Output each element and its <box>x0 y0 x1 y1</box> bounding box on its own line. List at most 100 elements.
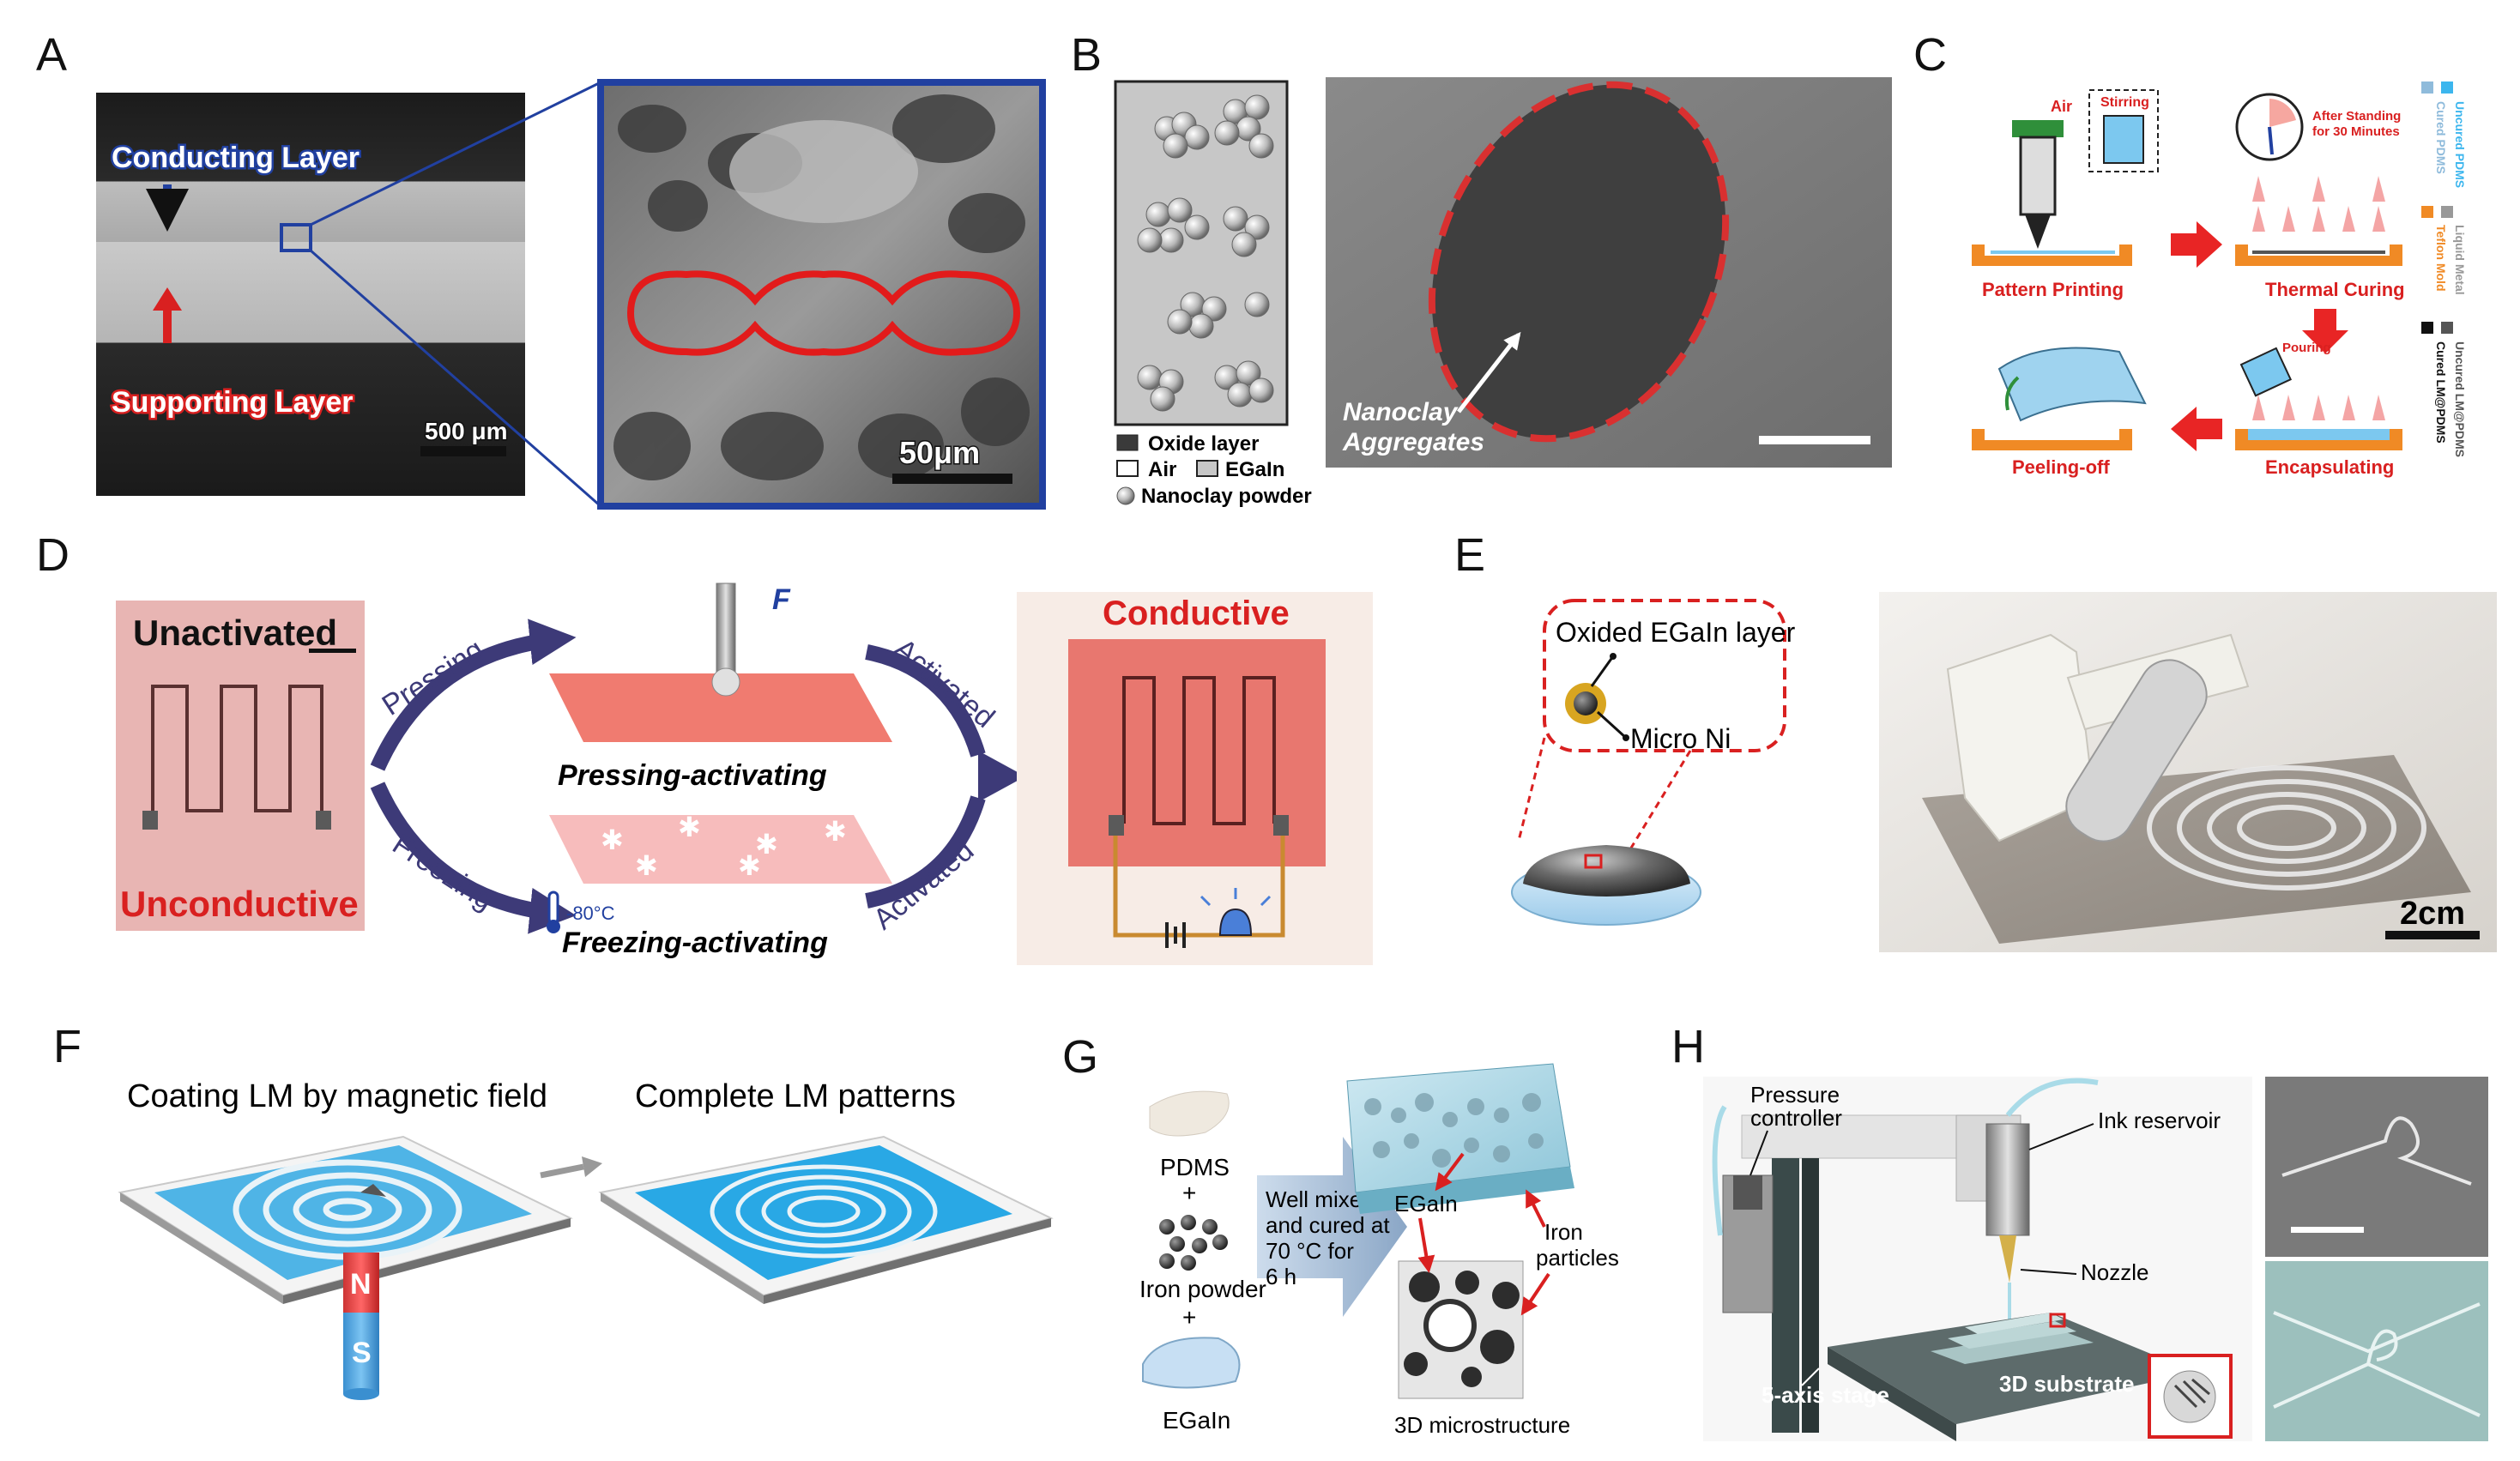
process-line-3: 70 °C for <box>1266 1238 1354 1264</box>
step-thermal-curing: Thermal Curing <box>2265 279 2405 300</box>
heat-arrows-bottom <box>2252 395 2385 420</box>
nozzle-label: Nozzle <box>2081 1259 2148 1285</box>
roller-cylinder <box>2065 659 2208 842</box>
panel-d: D Unactivated Unconductive Pressing Free… <box>36 529 1373 965</box>
ni-pointer-dot <box>1623 734 1629 741</box>
process-line-2: and cured at <box>1266 1212 1390 1238</box>
iron-top-arrow <box>1526 1189 1546 1228</box>
freezing-activating-label: Freezing-activating <box>562 927 828 959</box>
transition-arrow-line <box>540 1163 584 1179</box>
activated-arrow-top <box>865 644 986 758</box>
scale-bar-b <box>1759 436 1870 444</box>
zoom-line-bottom <box>310 249 601 508</box>
force-label: F <box>772 583 791 616</box>
stage-label: 5-axis stage <box>1762 1382 1889 1408</box>
iron-label-2: particles <box>1536 1245 1619 1271</box>
ni-core <box>1574 691 1598 715</box>
supporting-layer-label: Supporting Layer <box>112 386 353 419</box>
panel-label-g: G <box>1062 1031 1098 1083</box>
panel-label-d: D <box>36 529 69 581</box>
blue-film-right <box>635 1145 1012 1280</box>
magnet-s <box>343 1313 379 1394</box>
arrow-right-icon <box>2171 221 2222 268</box>
substrate-right-edge <box>601 1192 764 1304</box>
gantry-beam <box>1741 1114 1957 1159</box>
printer-mount <box>2012 120 2064 137</box>
svg-text:✱: ✱ <box>635 850 658 881</box>
magnet-n <box>343 1253 379 1313</box>
panel-label-b: B <box>1071 29 1102 81</box>
microstructure-voids <box>1404 1271 1520 1387</box>
optical-arch-lines <box>2273 1302 2481 1417</box>
after-standing-1: After Standing <box>2312 109 2401 124</box>
composite-block-side <box>1356 1167 1574 1214</box>
ink-reservoir <box>1985 1123 2030 1236</box>
sem-grain <box>729 120 918 223</box>
pdms-label: PDMS <box>1160 1154 1230 1180</box>
egain-top-arrow <box>1435 1152 1465 1192</box>
tube-right <box>2005 1078 2099 1117</box>
stirring-label: Stirring <box>2100 95 2149 110</box>
activated-top-label: Activated <box>888 632 1001 734</box>
iron-label-1: Iron <box>1544 1219 1583 1245</box>
spiral-right <box>710 1164 938 1259</box>
svg-text:✱: ✱ <box>738 850 761 881</box>
nozzle-pointer <box>2020 1269 2077 1275</box>
legend-egain: EGaIn <box>1225 458 1284 481</box>
legend-swatch-uncured-lm <box>2441 322 2453 334</box>
nanoclay-arrow-icon <box>1457 331 1521 414</box>
ink-pointer <box>2028 1123 2094 1150</box>
zoom-line-top <box>310 81 601 226</box>
magnet-n-label: N <box>350 1268 372 1301</box>
complete-title: Complete LM patterns <box>635 1078 956 1114</box>
panel-label-h: H <box>1671 1021 1705 1072</box>
ink-reservoir-label: Ink reservoir <box>2098 1108 2221 1133</box>
svg-text:✱: ✱ <box>824 816 847 847</box>
callout-box <box>1543 599 1786 752</box>
thermometer-icon <box>547 890 559 925</box>
step-pattern-printing: Pattern Printing <box>1982 279 2124 300</box>
panel-h: H Pressure controller Ink reservoir Nozz… <box>1671 1021 2488 1441</box>
legend-swatch-uncured-pdms <box>2441 82 2453 94</box>
beaker <box>2103 115 2144 164</box>
plus-2: + <box>1182 1304 1196 1331</box>
conductive-label: Conductive <box>1103 595 1290 632</box>
freezing-substrate <box>549 815 892 884</box>
egain-drop <box>1142 1337 1241 1389</box>
nanoclay-clusters <box>1137 94 1274 412</box>
timer-hand <box>2268 126 2274 155</box>
egain-label: EGaIn <box>1163 1407 1230 1434</box>
scale-bar-e <box>2385 931 2480 939</box>
oxide-pointer-dot <box>1610 653 1617 660</box>
lm-chain-outline <box>626 270 1021 356</box>
legend-uncured-lm-pdms: Uncured LM@PDMS <box>2453 341 2467 457</box>
legend-cured-pdms: Cured PDMS <box>2434 101 2448 174</box>
callout-line-right <box>1629 750 1692 850</box>
nozzle-tip <box>2025 214 2051 249</box>
teflon-mold-1 <box>1972 245 2132 266</box>
press-rod <box>716 583 736 679</box>
pad-right <box>316 811 331 830</box>
scale-label-e: 2cm <box>2400 896 2465 932</box>
panel-label-e: E <box>1454 529 1485 581</box>
pressure-label-1: Pressure <box>1750 1082 1840 1108</box>
legend-oxide: Oxide layer <box>1148 432 1259 456</box>
pressing-arrow-icon <box>370 619 577 771</box>
oxide-pointer <box>1590 655 1615 687</box>
legend-oxide-swatch <box>1116 434 1139 451</box>
circuit-wire <box>1113 824 1285 938</box>
substrate-right-edge2 <box>764 1218 1051 1304</box>
substrate-steps <box>1931 1313 2094 1364</box>
egain-arrow-label: EGaIn <box>1394 1191 1458 1216</box>
spiral-pattern <box>2147 765 2426 890</box>
nanoclay-label-2: Aggregates <box>1342 428 1484 456</box>
led-glow <box>1200 888 1272 907</box>
lm-drop-left <box>360 1184 386 1197</box>
stage-pointer <box>1801 1367 1820 1386</box>
panel-g: G PDMS + Iron powder + EGaIn Well mixed … <box>1062 1031 1619 1438</box>
timer-sector <box>2269 99 2296 127</box>
frost-stars: ✱✱✱✱✱✱ <box>601 812 847 881</box>
panel-label-c: C <box>1913 29 1947 81</box>
process-line-4: 6 h <box>1266 1264 1296 1289</box>
